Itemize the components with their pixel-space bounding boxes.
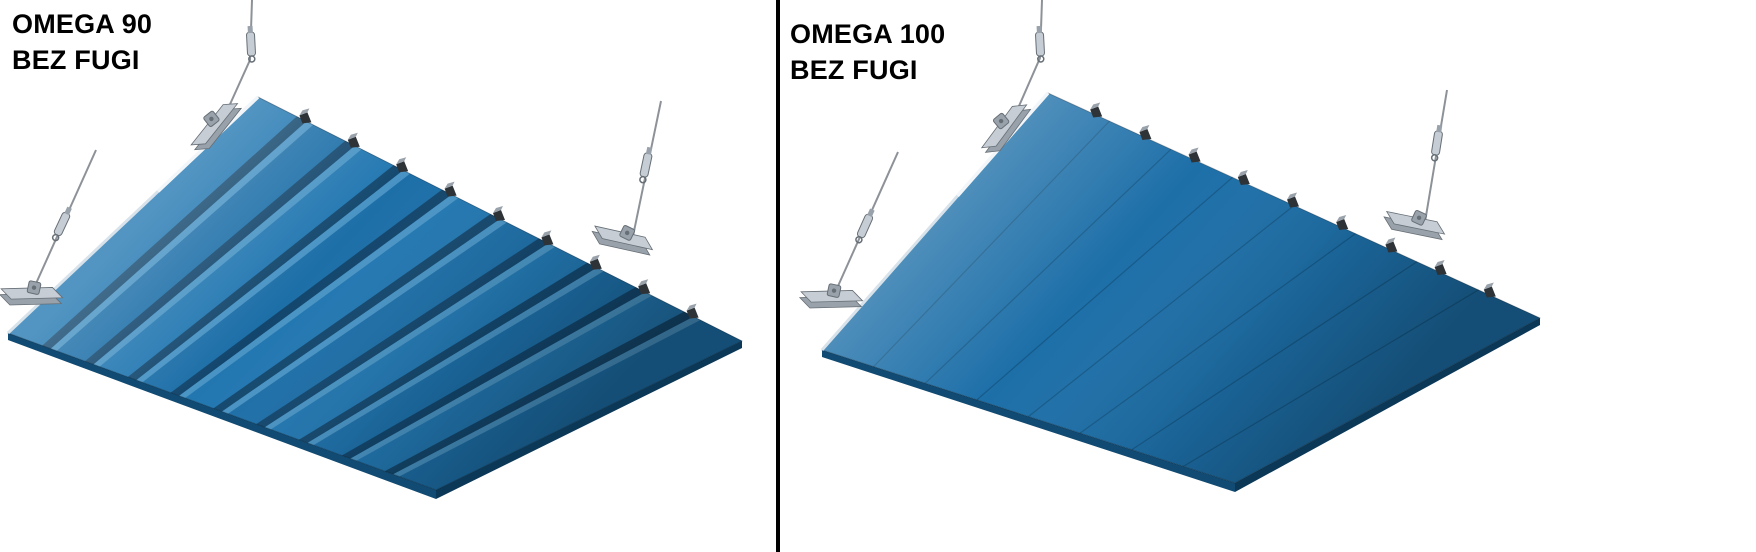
omega-100-panel: OMEGA 100 BEZ FUGI bbox=[780, 0, 1756, 552]
omega-90-panel: OMEGA 90 BEZ FUGI bbox=[0, 0, 776, 552]
omega-90-title: OMEGA 90 BEZ FUGI bbox=[12, 6, 152, 79]
omega-90-title-line-2: BEZ FUGI bbox=[12, 45, 140, 76]
omega-100-ceiling-illustration bbox=[798, 0, 1542, 492]
panel-divider bbox=[776, 0, 780, 552]
omega-90-ceiling-illustration bbox=[0, 0, 744, 499]
omega-100-title: OMEGA 100 BEZ FUGI bbox=[790, 16, 945, 89]
omega-100-title-line-1: OMEGA 100 bbox=[790, 19, 946, 49]
omega-90-title-line-1: OMEGA 90 bbox=[12, 9, 153, 39]
omega-100-title-line-2: BEZ FUGI bbox=[790, 55, 918, 86]
